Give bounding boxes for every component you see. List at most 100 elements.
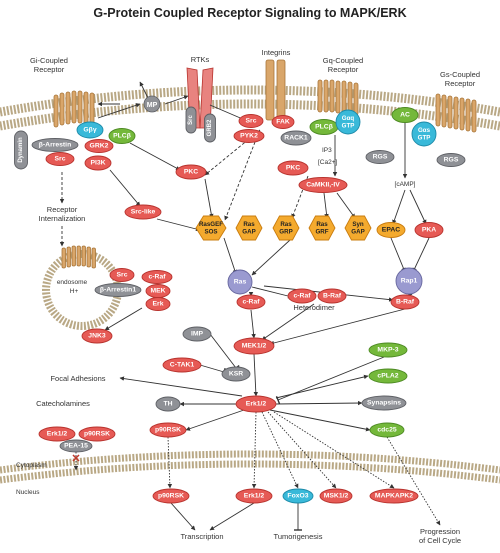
pathway-edge-49 — [209, 104, 246, 121]
pathway-edge-23 — [250, 309, 256, 339]
node-label-th: TH — [163, 401, 172, 408]
node-label-ac: AC — [400, 112, 410, 119]
node-label-ctak1: C-TAK1 — [170, 362, 195, 369]
camp-label: [cAMP] — [395, 181, 416, 188]
nuclear-membrane-outer — [0, 450, 500, 474]
pathway-edge-34 — [269, 409, 371, 432]
node-label-braf-het: B-Raf — [323, 293, 342, 300]
node-label-cpla2: cPLA2 — [377, 373, 398, 380]
endosome-label: endosome — [57, 279, 88, 286]
node-label-epac: EPAC — [382, 227, 400, 234]
node-label-cdc25: cdc25 — [377, 427, 396, 434]
node-label-rasgef-2: SOS — [204, 228, 217, 235]
pathway-edge-41 — [386, 436, 441, 526]
pathway-edge-26 — [253, 353, 259, 397]
calcium-label: [Ca2+] — [318, 159, 338, 166]
node-label-fak: FAK — [276, 119, 290, 126]
progression-label-2: of Cell Cycle — [419, 536, 461, 545]
node-pea15: PEA-15 — [59, 439, 93, 453]
node-mapkapk2: MAPKAPK2 — [369, 488, 419, 504]
node-label-jnk3: JNK3 — [88, 333, 106, 340]
node-label-ksr: KSR — [229, 371, 243, 378]
pathway-edge-48 — [164, 95, 189, 105]
pathway-edge-15 — [390, 237, 406, 273]
node-label-syngap-1: Syn — [352, 221, 364, 228]
node-label-src-int: Src — [246, 118, 257, 125]
ip3-label: IP3 — [322, 147, 332, 154]
node-mek-endo: MEK — [145, 284, 171, 298]
node-label-craf-het: c-Raf — [294, 293, 312, 300]
node-label-gbg: Gβγ — [83, 127, 96, 134]
node-th: TH — [155, 396, 181, 412]
nuclear-membrane-inner — [0, 460, 500, 484]
heterodimer-label: Heterodimer — [293, 303, 335, 312]
node-erk12: Erk1/2 — [235, 395, 277, 413]
focal-adhesions-label: Focal Adhesions — [50, 374, 105, 383]
node-pkc2: PKC — [277, 160, 309, 176]
node-mkp3: MKP-3 — [368, 342, 408, 358]
node-msk12: MSK1/2 — [319, 488, 353, 504]
mp-label: MP — [147, 102, 158, 109]
pathway-edge-18 — [223, 237, 237, 275]
pathway-edge-24 — [261, 303, 315, 341]
pathway-edge-25 — [269, 308, 406, 346]
node-label-pkc1: PKC — [184, 169, 198, 176]
node-label-rgs1: RGS — [373, 154, 388, 161]
pathway-edge-36 — [167, 436, 173, 489]
node-label-rasgrf-1: Ras — [316, 221, 328, 228]
node-b-arrestin: β-Arrestin — [31, 138, 79, 152]
node-jnk3: JNK3 — [81, 328, 113, 344]
pathway-edge-42 — [170, 502, 196, 531]
node-erk12-nuc: Erk1/2 — [235, 488, 273, 504]
node-label-rasgrf-2: GRF — [315, 228, 328, 235]
node-label-pkc2: PKC — [286, 165, 300, 172]
node-label-mapkapk2: MAPKAPK2 — [375, 493, 413, 500]
pathway-edge-33 — [275, 374, 369, 399]
node-label-src-rtk: Src — [188, 115, 194, 125]
pathway-edge-27 — [209, 333, 237, 369]
receptor-internalization-label-2: Internalization — [39, 214, 86, 223]
node-pi3k: PI3K — [84, 155, 112, 171]
node-imp: IMP — [182, 326, 212, 342]
node-label-rgs2: RGS — [444, 157, 459, 164]
pathway-edge-28 — [199, 364, 225, 373]
node-label-rap1: Rap1 — [401, 278, 418, 285]
node-label-p90rsk-nuc: p90RSK — [158, 493, 184, 500]
gi-receptor-label-2: Receptor — [34, 65, 65, 74]
transcription-label: Transcription — [180, 532, 223, 541]
node-grb2: GRB2 — [204, 113, 216, 143]
node-p90rsk: p90RSK — [149, 422, 187, 438]
node-plcb2: PLCβ — [309, 119, 339, 135]
node-ac: AC — [391, 107, 419, 123]
node-rack1: RACK1 — [280, 130, 312, 146]
pathway-edge-37 — [251, 411, 257, 489]
pathway-edge-31 — [275, 400, 363, 406]
node-epac: EPAC — [376, 222, 406, 238]
node-label-ras: Ras — [234, 279, 247, 286]
pathway-edge-21 — [251, 286, 293, 299]
node-src-endo: Src — [109, 268, 135, 282]
pathway-edge-9 — [323, 192, 329, 219]
mp-node — [143, 95, 161, 113]
pathway-edge-4 — [204, 178, 214, 219]
blocked-entry-icon: ✕ — [71, 453, 80, 465]
node-label-imp: IMP — [191, 331, 204, 338]
pathway-edge-3 — [156, 218, 201, 232]
node-synapsins: Synapsins — [361, 395, 407, 411]
pathway-edge-6 — [224, 141, 256, 221]
pathway-edge-39 — [267, 411, 337, 489]
node-rgs1: RGS — [365, 150, 395, 164]
node-label-syngap-2: GAP — [351, 228, 364, 235]
node-src-rtk: Src — [185, 106, 197, 134]
pathway-edge-29 — [277, 356, 385, 401]
node-pyk2: PYK2 — [233, 129, 265, 143]
h-plus-label: H+ — [70, 288, 79, 295]
nucleus-label: Nucleus — [16, 489, 40, 496]
node-camkii: CaMKII,-IV — [298, 177, 348, 193]
node-p90rsk-pea: p90RSK — [78, 426, 116, 442]
